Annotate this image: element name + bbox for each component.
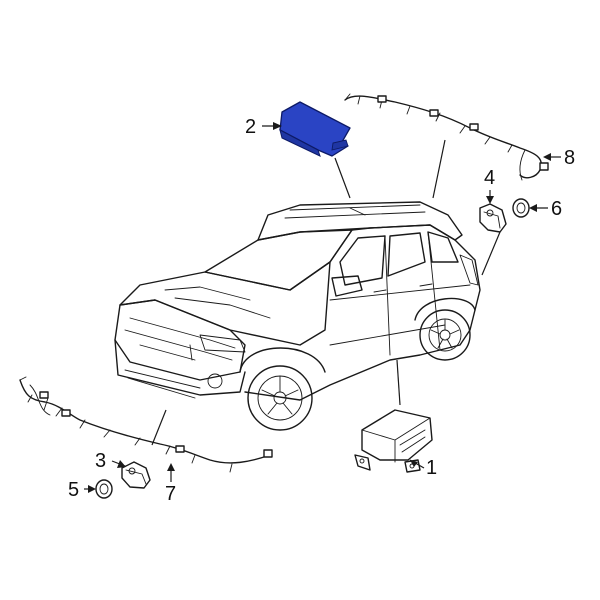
rear-sensor	[479, 203, 507, 233]
svg-text:1: 1	[426, 457, 437, 479]
front-wiring-harness	[19, 376, 273, 473]
svg-text:5: 5	[68, 479, 79, 501]
callout-5: 5	[68, 479, 96, 501]
rear-wiring-harness	[344, 93, 549, 181]
callout-7: 7	[165, 463, 176, 505]
parking-aid-module-highlighted[interactable]	[279, 101, 351, 157]
callout-4: 4	[484, 167, 495, 204]
svg-text:8: 8	[564, 147, 575, 169]
svg-text:7: 7	[165, 483, 176, 505]
svg-text:6: 6	[551, 198, 562, 220]
vehicle-suv-outline	[114, 201, 481, 431]
leader-lines	[151, 139, 501, 446]
rear-sensor-bezel	[512, 198, 530, 218]
callout-3: 3	[95, 450, 126, 472]
callout-6: 6	[529, 198, 562, 220]
callout-1: 1	[409, 457, 437, 479]
svg-text:4: 4	[484, 167, 495, 189]
front-sensor-bezel	[95, 479, 113, 499]
callout-8: 8	[543, 147, 575, 169]
callout-2: 2	[245, 116, 282, 138]
svg-text:3: 3	[95, 450, 106, 472]
svg-text:2: 2	[245, 116, 256, 138]
front-sensor	[121, 461, 151, 489]
control-module	[354, 409, 433, 473]
